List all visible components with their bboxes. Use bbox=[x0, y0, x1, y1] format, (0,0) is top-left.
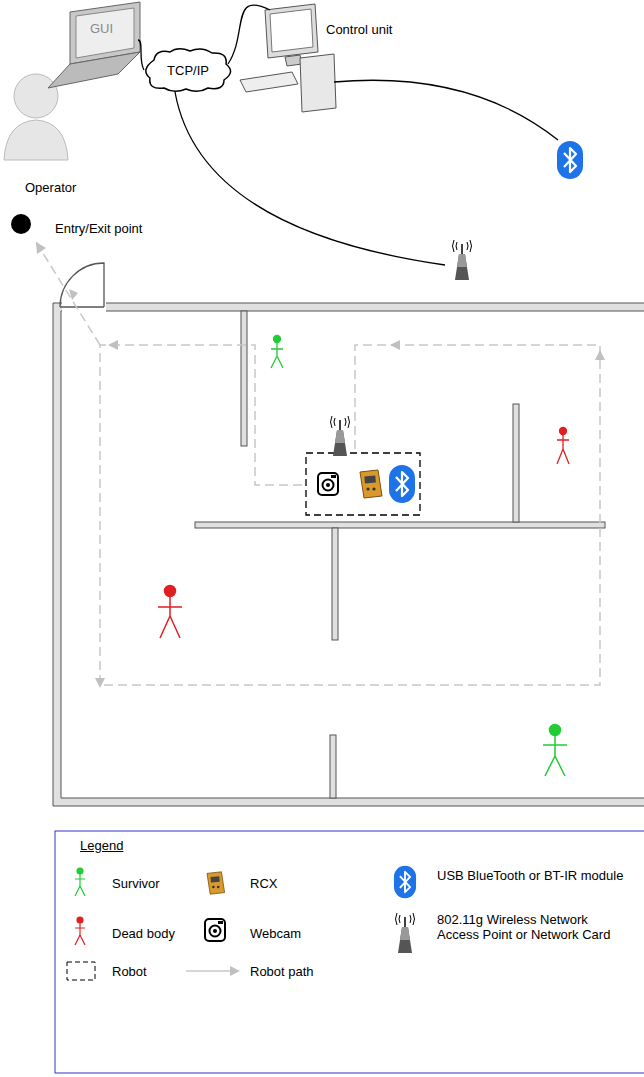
building-walls bbox=[53, 303, 644, 806]
network-cloud: TCP/IP bbox=[140, 46, 236, 94]
survivor-figure bbox=[271, 336, 283, 369]
wire bbox=[334, 80, 558, 140]
operator-figure bbox=[4, 2, 140, 160]
entry-point bbox=[11, 214, 31, 234]
control-unit-pc bbox=[240, 4, 336, 112]
survivor-figure bbox=[543, 725, 567, 777]
entry-label: Entry/Exit point bbox=[55, 221, 142, 236]
robot bbox=[306, 416, 420, 515]
dead-body-figure bbox=[557, 428, 569, 465]
legend-heading: Legend bbox=[80, 838, 123, 853]
access-point-icon bbox=[453, 240, 472, 280]
legend-label: USB BlueTooth or BT-IR module bbox=[437, 868, 627, 883]
door bbox=[60, 263, 104, 307]
legend-label: Survivor bbox=[112, 876, 160, 891]
legend-label: Dead body bbox=[112, 926, 175, 941]
dead-body-figure bbox=[158, 586, 182, 639]
network-link bbox=[138, 40, 144, 70]
cloud-label: TCP/IP bbox=[167, 63, 209, 78]
network-link bbox=[228, 5, 270, 64]
operator-node: GUI Operator bbox=[2, 0, 138, 200]
legend-samples bbox=[67, 866, 416, 980]
legend-label: 802.11g Wireless Network Access Point or… bbox=[437, 912, 627, 942]
legend-label: Robot bbox=[112, 964, 147, 979]
node-label: Operator bbox=[25, 180, 76, 195]
legend-label: Webcam bbox=[250, 926, 301, 941]
control-unit-node: Control unit bbox=[240, 6, 416, 114]
node-label: Control unit bbox=[326, 22, 392, 37]
bluetooth-icon bbox=[557, 141, 583, 179]
legend-label: Robot path bbox=[250, 964, 314, 979]
wire bbox=[175, 92, 445, 265]
robot-path bbox=[36, 242, 605, 688]
legend-label: RCX bbox=[250, 876, 277, 891]
screen-label: GUI bbox=[90, 21, 113, 36]
legend-box bbox=[55, 831, 644, 1073]
